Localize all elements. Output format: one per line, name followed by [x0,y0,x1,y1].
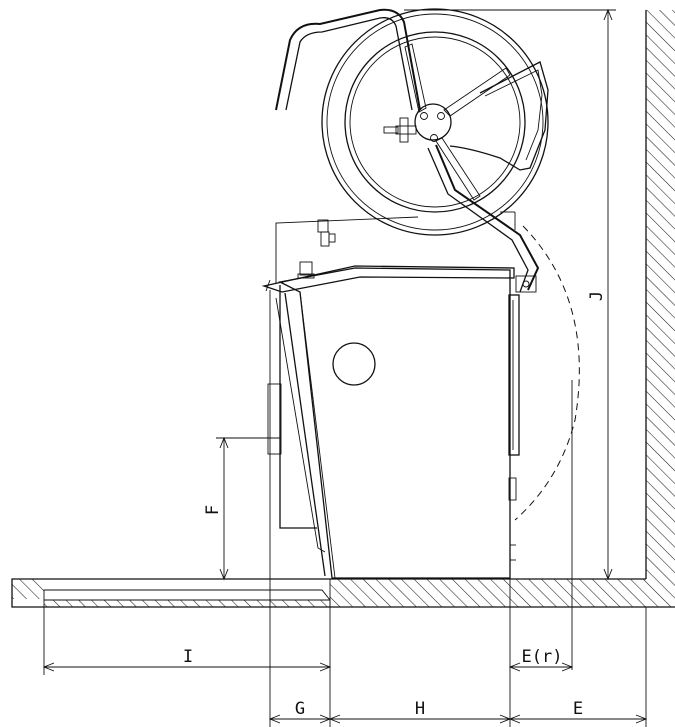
dim-label-i: I [183,647,193,667]
side-porthole [332,342,376,386]
dim-label-h: H [415,699,425,719]
water-valve [317,219,336,247]
dim-label-e-r: E(r) [522,647,563,667]
hose-reel [321,8,549,236]
wall-hatch [646,10,675,580]
dim-label-f: F [203,505,223,515]
dim-label-e: E [573,699,583,719]
dim-label-g: G [295,699,305,719]
control-knob [299,261,313,276]
dim-label-j: J [587,291,607,301]
reel-hub [414,103,452,141]
dimension-lines [42,8,648,727]
machine-body [261,211,520,579]
tilt-swing-arc [514,225,580,521]
floor-hatch [330,579,675,607]
floor-wall-section [11,10,675,608]
reel-handle [275,8,540,293]
